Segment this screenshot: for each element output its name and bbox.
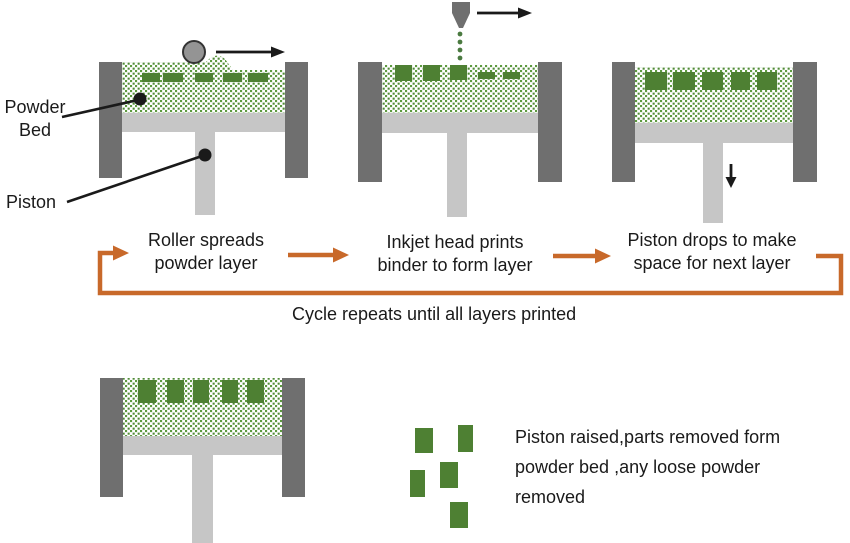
machine-final [100,378,305,543]
final-note-line3: removed [515,487,586,507]
powder-bed-label-line1: Powder [4,97,66,117]
printed-layer-dash [223,73,242,82]
piston-plate [123,436,282,455]
printed-part [193,380,209,403]
step-3-line1: Piston drops to make [627,230,797,250]
printed-layer-dashes [142,73,268,82]
wall-left [358,62,382,182]
roller-icon [182,40,206,64]
final-note-line2: powder bed ,any loose powder [515,457,761,477]
wall-right [285,62,308,178]
wall-right [793,62,817,182]
wall-right [282,378,305,497]
printed-part [138,380,156,403]
inkjet-head-icon [452,2,470,28]
piston-label: Piston [6,192,57,212]
printed-layer-dash [163,73,183,82]
powder-bed-label-line2: Bed [18,120,52,140]
printed-layer-dash [248,73,268,82]
printed-layer-dash [195,73,213,82]
printed-parts [138,380,264,403]
wall-left [100,378,123,497]
printed-part [702,72,723,90]
piston-stem [192,455,213,543]
step-2-line1: Inkjet head prints [386,232,524,252]
step-1-line2: powder layer [154,253,258,273]
removed-part [415,428,433,453]
printed-part [731,72,750,90]
printed-part [222,380,238,403]
step-1-line1: Roller spreads [147,230,265,250]
final-note: Piston raised,parts removed form powder … [515,422,835,512]
machine-stage-2 [358,2,562,217]
step-2-label: Inkjet head prints binder to form layer [352,231,558,277]
powder-bed-label: Powder Bed [0,96,70,142]
cycle-loop-arrow-icon [97,245,844,296]
removed-part [440,462,458,488]
step-3-label: Piston drops to make space for next laye… [608,229,816,275]
printed-part [450,65,467,80]
removed-part [410,470,425,497]
piston-pointer [66,148,212,204]
step-arrow-2-icon [553,248,611,264]
piston-plate [635,123,793,143]
printed-layer-dash [142,73,160,82]
piston-plate [122,113,285,132]
inkjet-direction-arrow-icon [477,7,532,19]
printed-parts [395,65,520,81]
printed-layer-dash [478,72,495,79]
powder-mound [206,55,233,70]
removed-parts-icon [410,425,473,528]
wall-left [612,62,635,182]
printed-part [395,65,412,81]
printed-part [167,380,184,403]
roller-direction-arrow-icon [216,46,285,58]
machine-stage-3 [612,62,817,223]
pointer-dot [133,92,147,106]
machine-stage-1 [61,40,308,215]
printed-parts [645,72,777,90]
wall-left [99,62,122,178]
printed-part [423,65,440,81]
pointer-dot [198,148,212,162]
printed-layer-dash [503,72,520,79]
removed-part [450,502,468,528]
powder-bed-pointer [61,92,147,119]
printed-part [645,72,667,90]
printed-part [673,72,695,90]
cycle-caption: Cycle repeats until all layers printed [292,304,577,324]
printed-part [247,380,264,403]
wall-right [538,62,562,182]
final-note-line1: Piston raised,parts removed form [515,427,781,447]
piston-stem [195,132,215,215]
piston-stem [447,133,467,217]
step-1-label: Roller spreads powder layer [118,229,294,275]
step-arrow-1-icon [288,247,349,263]
printed-part [757,72,777,90]
piston-down-arrow-icon [725,164,737,188]
removed-part [458,425,473,452]
piston-plate [382,113,538,133]
step-2-line2: binder to form layer [377,255,533,275]
piston-stem [703,143,723,223]
binder-droplets-icon [457,31,463,61]
powder-fresh-layer [122,62,208,71]
step-3-line2: space for next layer [633,253,791,273]
